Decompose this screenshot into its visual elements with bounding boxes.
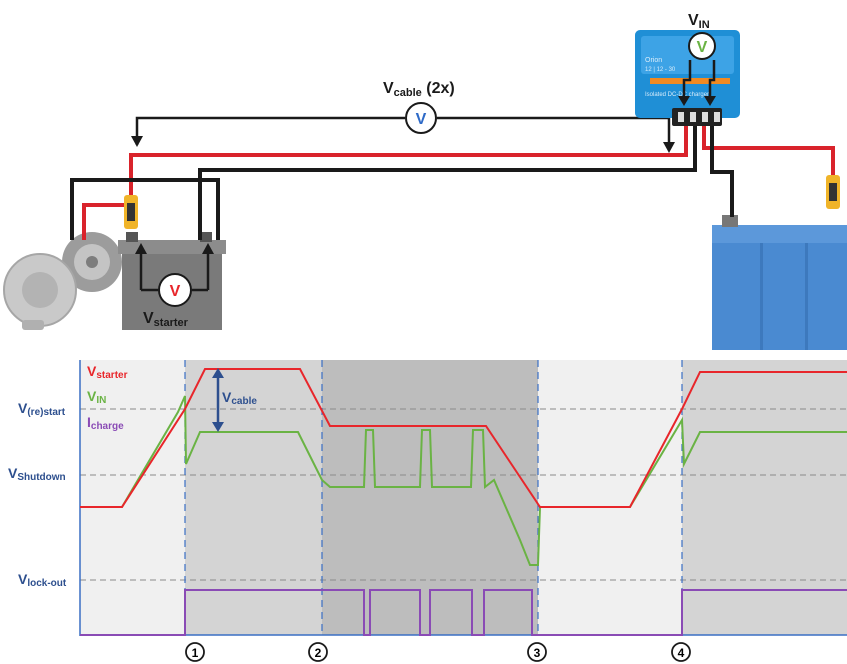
negative-cables [70, 122, 734, 240]
timing-vcable-label: Vcable [222, 389, 257, 407]
level-shutdown-sub: Shutdown [17, 472, 65, 483]
charger-line-3: Isolated DC-DC charger [645, 92, 709, 98]
vcable-label-suffix: (2x) [422, 80, 455, 97]
legend-vin-sub: IN [96, 395, 106, 406]
service-battery [712, 215, 847, 350]
legend-vin: VIN [87, 388, 106, 406]
icharge-trace [80, 589, 847, 636]
event-marker-4: 4 [671, 642, 691, 662]
event-marker-4-text: 4 [678, 646, 685, 660]
phase-charging-2 [682, 360, 847, 635]
level-lockout-sub: lock-out [27, 578, 67, 589]
level-lockout-label: Vlock-out [18, 571, 67, 589]
legend-icharge-main: I [87, 414, 91, 430]
timing-diagram: Vcable Vstarter VIN Icharge V(re)start V… [8, 360, 847, 662]
vin-label-sub: IN [699, 19, 710, 31]
vstarter-label-main: V [143, 310, 154, 327]
legend-vstarter-sub: starter [96, 370, 127, 381]
vcable-meter: V [405, 102, 437, 134]
legend-icharge-sub: charge [91, 421, 124, 432]
level-restart-sub: (re)start [27, 407, 65, 418]
level-lockout-main: V [18, 571, 28, 587]
event-marker-3-text: 3 [534, 646, 541, 660]
event-marker-2-text: 2 [315, 646, 322, 660]
vcable-label-main: V [383, 80, 394, 97]
vstarter-label: Vstarter [143, 310, 189, 329]
vin-meter: V [688, 32, 716, 60]
vstarter-meter-glyph: V [170, 283, 181, 300]
positive-cables [82, 122, 835, 240]
vstarter-label-sub: starter [154, 317, 189, 329]
legend-vin-main: V [87, 388, 97, 404]
wiring-diagram: Orion 12 | 12 - 30 Isolated DC-DC charge… [3, 12, 847, 350]
timing-vcable-main: V [222, 389, 232, 405]
vin-label: VIN [688, 12, 710, 31]
legend-icharge: Icharge [87, 414, 124, 432]
level-shutdown-label: VShutdown [8, 465, 66, 483]
level-restart-label: V(re)start [18, 400, 66, 418]
vin-measurement [678, 60, 716, 106]
charger-line-1: Orion [645, 57, 662, 64]
alternator [3, 232, 122, 330]
starter-fuse [124, 195, 138, 229]
legend-vstarter-main: V [87, 363, 97, 379]
vcable-label: Vcable (2x) [383, 80, 455, 99]
level-lines [80, 408, 847, 581]
timing-vcable-sub: cable [231, 396, 257, 407]
vcable-label-sub: cable [394, 87, 422, 99]
dc-dc-charger: Orion 12 | 12 - 30 Isolated DC-DC charge… [635, 30, 740, 126]
vcable-arrow [212, 368, 224, 432]
phase-off-1 [80, 360, 185, 635]
event-marker-2: 2 [308, 642, 328, 662]
vcable-meter-glyph: V [416, 111, 427, 128]
level-restart-main: V [18, 400, 28, 416]
event-marker-1: 1 [185, 642, 205, 662]
service-fuse [826, 175, 840, 209]
vin-label-main: V [688, 12, 699, 29]
level-shutdown-main: V [8, 465, 18, 481]
event-marker-1-text: 1 [192, 646, 199, 660]
vstarter-measurement [135, 243, 214, 292]
vcable-measurement [131, 116, 675, 153]
charger-line-2: 12 | 12 - 30 [645, 67, 676, 73]
event-marker-3: 3 [527, 642, 547, 662]
legend-vstarter: Vstarter [87, 363, 128, 381]
vstarter-meter: V [158, 273, 192, 307]
vin-meter-glyph: V [697, 39, 708, 56]
phase-off-2 [538, 360, 682, 635]
vstarter-trace [80, 368, 847, 508]
